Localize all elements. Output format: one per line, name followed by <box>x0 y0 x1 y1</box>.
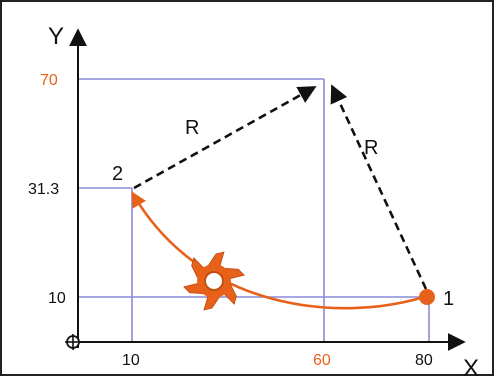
origin-crosshair-icon <box>65 334 81 350</box>
radius-label-right: R <box>364 137 378 159</box>
guide-lines <box>78 78 430 342</box>
point-1-label: 1 <box>443 288 454 310</box>
radius-line-to-point-1 <box>330 84 428 290</box>
radius-label-left: R <box>185 117 199 139</box>
y-tick-70: 70 <box>40 72 58 89</box>
milling-cutter-icon <box>183 251 245 311</box>
x-tick-10: 10 <box>122 352 140 369</box>
y-tick-31-3: 31.3 <box>28 181 59 198</box>
radius-line-to-point-2 <box>133 85 317 190</box>
y-tick-10: 10 <box>48 290 66 307</box>
point-2-label: 2 <box>112 163 123 185</box>
tool-path-arc <box>131 191 425 310</box>
y-axis-label: Y <box>48 23 64 50</box>
x-tick-60: 60 <box>313 352 331 369</box>
point-1-marker <box>419 289 435 305</box>
x-tick-80: 80 <box>415 352 433 369</box>
x-axis-label: X <box>463 355 479 378</box>
